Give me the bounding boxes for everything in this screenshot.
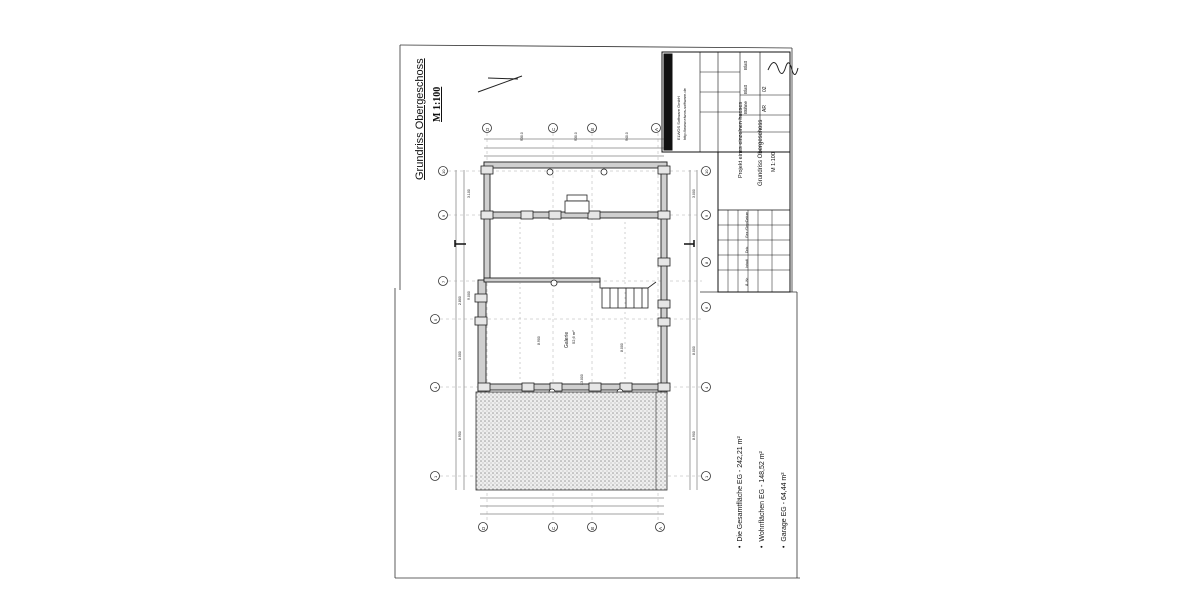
dim-top-2: 930.0: [574, 132, 578, 141]
title-block-header-stage: Bühne: [743, 100, 748, 114]
stairs: [599, 281, 657, 309]
rev-header-4: Datum: [745, 211, 749, 222]
dim-right-1: 3.000: [692, 189, 696, 198]
gallery-guides: [519, 222, 626, 380]
dim-top-1: 930.0: [520, 132, 524, 141]
grid-axis-top: [482, 123, 661, 133]
paper-outline: [394, 44, 800, 579]
axis-right-9: 9: [704, 214, 709, 217]
dim-inner-3: 8.000: [620, 343, 624, 352]
axis-right-6: 6: [704, 306, 709, 309]
signature: [767, 62, 799, 75]
dim-left-3: 3.000: [458, 351, 462, 360]
axis-left-1: 1: [433, 475, 438, 478]
axis-right-8: 8: [704, 261, 709, 264]
dim-left-5: 8.900: [458, 431, 462, 440]
axis-top-c: C: [551, 127, 556, 131]
section-markers: [454, 240, 695, 247]
summary-living-area-text: Wohnflächen EG - 148,52 m²: [759, 451, 766, 542]
axis-left-5: 5: [433, 318, 438, 321]
room-area: 52,6 m²: [571, 330, 576, 344]
summary-garage-area-text: Garage EG - 64,44 m²: [781, 472, 788, 542]
roof-hatched-area: [475, 391, 668, 491]
axis-right-1: 1: [704, 475, 709, 478]
dim-right-2: 8.000: [692, 346, 696, 355]
title-block-sheet-title: Grundriss Obergeschoss: [758, 119, 764, 186]
axis-bottom-c: C: [551, 526, 556, 530]
dimension-lines: [455, 138, 698, 515]
summary-living-area: • Wohnflächen EG - 148,52 m²: [759, 451, 766, 548]
axis-left-10: 10: [441, 169, 446, 174]
axis-left-9: 9: [441, 214, 446, 217]
axis-top-b: B: [590, 127, 595, 131]
dim-top-3: 940.0: [625, 132, 629, 141]
dim-inner-2: 13.000: [580, 374, 584, 385]
room-name: Galerie: [564, 331, 570, 348]
grid-axis-left: [430, 166, 448, 481]
rev-header-3: Gez./Gepr.: [745, 221, 749, 238]
title-block-scale: M 1:100: [771, 152, 777, 172]
chimney: [564, 194, 590, 214]
drawing-scale: M 1:100: [432, 86, 443, 122]
grid-axis-bottom: [478, 522, 665, 532]
title-block: [661, 51, 791, 293]
title-block-header-sheet-2: Blatt: [743, 60, 748, 70]
axis-right-4: 4: [704, 386, 709, 389]
dim-left-2: 2.800: [458, 296, 462, 305]
rev-header-1: Inhalt: [745, 259, 749, 268]
summary-garage-area: • Garage EG - 64,44 m²: [781, 472, 788, 548]
posts: [474, 165, 671, 392]
axis-bottom-a: A: [658, 526, 663, 530]
axis-right-10: 10: [704, 169, 709, 174]
axis-left-7: 7: [441, 280, 446, 283]
axis-bottom-b: B: [590, 526, 595, 530]
title-block-header-sheet: Blatt: [743, 84, 748, 94]
grid-axis-right: [701, 166, 711, 481]
summary-total-area: • Die Gesamtfläche EG - 242,21 m²: [737, 436, 744, 548]
rev-header-0: Ä.-Nr.: [745, 277, 749, 286]
summary-total-area-text: Die Gesamtfläche EG - 242,21 m²: [737, 436, 744, 542]
title-block-url: http://www.elwos-software.de: [682, 88, 687, 140]
title-block-value-stage: AR: [762, 105, 768, 112]
dim-inner-1: 8.900: [537, 336, 541, 345]
axis-left-4: 4: [433, 386, 438, 389]
dim-left-4: 9.000: [467, 291, 471, 300]
axis-top-a: A: [654, 127, 659, 131]
dim-left-1: 3.100: [467, 189, 471, 198]
title-block-value-sheet: 02: [762, 86, 768, 92]
drawing-title: Grundriss Obergeschoss: [414, 58, 426, 180]
north-arrow: [477, 75, 523, 93]
rev-header-2: Dok.: [745, 245, 749, 253]
axis-bottom-d: D: [481, 526, 486, 530]
axis-top-d: D: [485, 127, 490, 131]
dim-right-3: 8.900: [692, 431, 696, 440]
title-block-company: ELWOS Software GmbH: [676, 96, 681, 140]
